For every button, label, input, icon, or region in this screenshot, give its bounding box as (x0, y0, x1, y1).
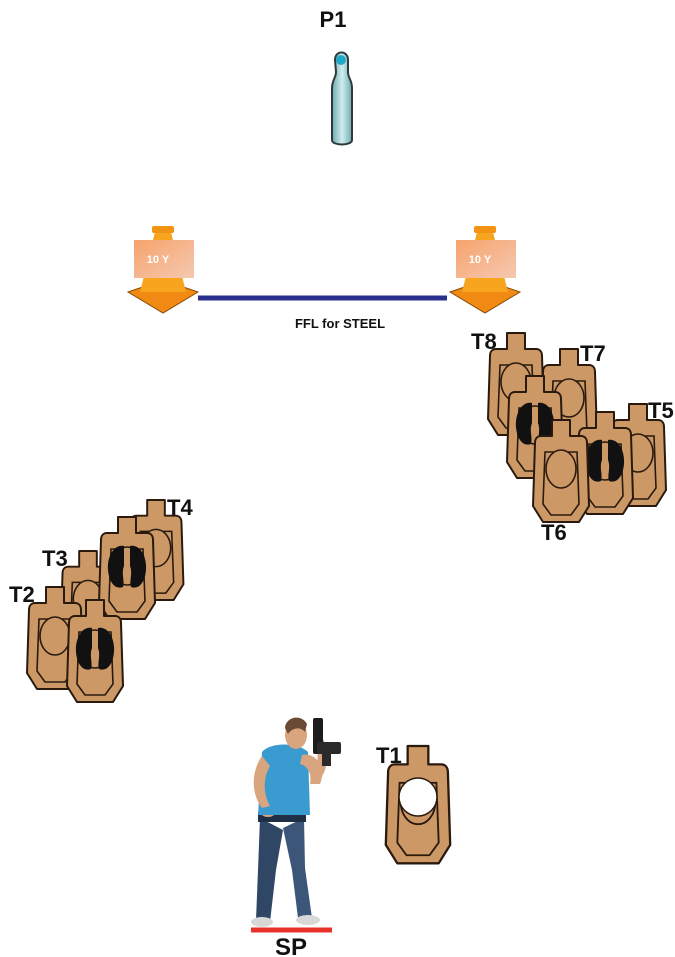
label-t6: T6 (541, 520, 567, 545)
cone-left-label: 10 Y (147, 254, 170, 266)
steel-label: P1 (320, 7, 347, 32)
cone-right-label: 10 Y (469, 254, 492, 266)
cone-left (128, 226, 198, 313)
label-t7: T7 (580, 341, 606, 366)
no-shoot-t2 (67, 600, 123, 702)
cone-right (450, 226, 520, 313)
start-position-label: SP (275, 934, 307, 957)
no-shoot-t4 (99, 517, 155, 619)
shooter-figure (251, 718, 341, 927)
label-t1: T1 (376, 743, 402, 768)
label-t3: T3 (42, 546, 68, 571)
label-t5: T5 (648, 398, 674, 423)
label-t8: T8 (471, 329, 497, 354)
label-t4: T4 (167, 495, 193, 520)
label-t2: T2 (9, 582, 35, 607)
target-t6 (533, 420, 589, 522)
fault-line-label: FFL for STEEL (295, 316, 385, 331)
steel-popper-p1 (332, 53, 352, 145)
